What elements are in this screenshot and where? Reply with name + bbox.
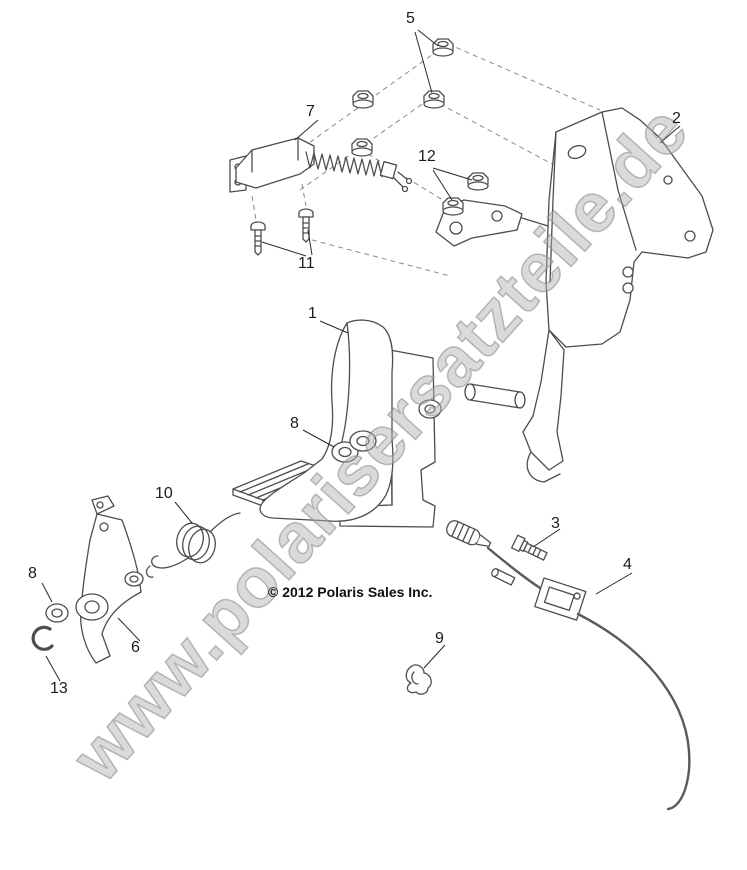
callout-6: 6 [131, 639, 140, 656]
callout-10: 10 [155, 485, 173, 502]
spring-bracket-assembly-part [229, 137, 413, 193]
torsion-spring-part [145, 512, 241, 578]
callout-13: 13 [50, 680, 68, 697]
callout-3: 3 [551, 515, 560, 532]
e-clip-part [31, 625, 54, 651]
callout-8-mid: 8 [290, 415, 299, 432]
callout-9: 9 [435, 630, 444, 647]
callout-5: 5 [406, 10, 415, 27]
callout-8-left: 8 [28, 565, 37, 582]
callout-11: 11 [298, 255, 315, 272]
leader-lines [41, 29, 681, 682]
callout-1: 1 [308, 305, 317, 322]
wire-clip-part [405, 664, 432, 695]
washer-left-part [45, 603, 69, 623]
screw-part [491, 534, 548, 586]
lever-arm-part [75, 495, 144, 664]
callout-2: 2 [672, 110, 681, 127]
callout-7: 7 [306, 103, 315, 120]
throttle-cable-part [446, 520, 691, 811]
callout-4: 4 [623, 556, 632, 573]
mount-bracket-part [435, 107, 714, 483]
pedal-assembly-part [232, 319, 442, 528]
flange-nuts-part [351, 38, 489, 216]
copyright-text: © 2012 Polaris Sales Inc. [268, 584, 433, 600]
callout-12: 12 [418, 148, 436, 165]
